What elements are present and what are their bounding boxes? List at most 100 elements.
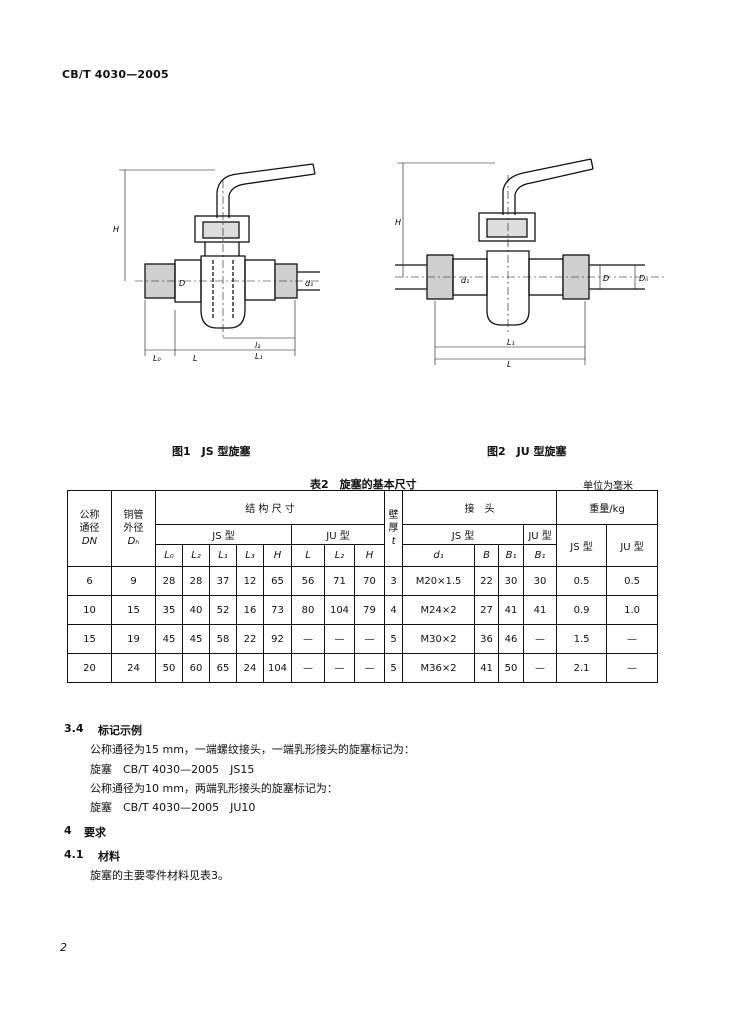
table-cell: 15 [111, 595, 156, 625]
table-cell: 71 [324, 566, 355, 596]
table-cell: 19 [111, 624, 156, 654]
table-cell: 65 [263, 566, 292, 596]
table-cell: 104 [263, 653, 292, 683]
table-cell: 79 [353, 595, 386, 625]
table-cell: 10 [67, 595, 112, 625]
table-cell: 41 [498, 595, 525, 625]
figure-ju-valve-drawing: H d₁ D Dₙ L₁ L [395, 158, 665, 369]
table-cell: 22 [474, 566, 500, 596]
table-cell: 27 [474, 595, 500, 625]
standard-number: CB/T 4030—2005 [62, 68, 169, 81]
subheader-cell: d₁ [402, 544, 476, 567]
table-cell: 50 [498, 653, 525, 683]
table-cell: 36 [474, 624, 500, 654]
subheader-cell: B [474, 544, 500, 567]
subheader-cell: L [291, 544, 325, 567]
table-cell: 0.5 [606, 566, 659, 596]
header-weight-ju: JU 型 [606, 524, 659, 567]
table-cell: M24×2 [402, 595, 476, 625]
table-cell: 45 [155, 624, 183, 654]
table-title: 表2 旋塞的基本尺寸 [310, 478, 417, 491]
body-line-5: 旋塞的主要零件材料见表3。 [90, 869, 229, 882]
table-cell: 46 [498, 624, 525, 654]
table-cell: 104 [324, 595, 355, 625]
fig1-label-H: H [113, 225, 119, 234]
header-ju-type: JU 型 [290, 524, 386, 545]
table-cell: 24 [236, 653, 264, 683]
figure-js-valve-drawing: H D d₁ L₀ L l₂ L₁ [113, 163, 320, 363]
table-cell: 12 [236, 566, 264, 596]
figure1-caption: 图1 JS 型旋塞 [172, 445, 251, 458]
fig1-label-L: L [193, 354, 197, 363]
table-cell: 3 [384, 566, 404, 596]
body-line-2: 旋塞 CB/T 4030—2005 JS15 [90, 763, 255, 776]
table-cell: 2.1 [556, 653, 608, 683]
table-cell: 4 [384, 595, 404, 625]
table-cell: M36×2 [402, 653, 476, 683]
header-structure: 结 构 尺 寸 [154, 490, 386, 525]
table-cell: — [353, 653, 386, 683]
table-cell: M30×2 [402, 624, 476, 654]
section-3-4-title: 标记示例 [98, 724, 142, 737]
subheader-cell: H [263, 544, 292, 567]
table-cell: 0.5 [556, 566, 608, 596]
section-4-1-number: 4.1 [64, 848, 84, 861]
subheader-cell: L₂ [324, 544, 355, 567]
table-cell: — [291, 653, 325, 683]
table-cell: 28 [182, 566, 210, 596]
table-cell: 52 [209, 595, 237, 625]
fig2-label-L1: L₁ [507, 338, 515, 347]
table-cell: 24 [111, 653, 156, 683]
table-cell: — [324, 653, 355, 683]
subheader-cell: H [353, 544, 386, 567]
table-cell: 1.5 [556, 624, 608, 654]
subheader-cell: L₁ [209, 544, 237, 567]
table-cell: 56 [291, 566, 325, 596]
table-cell: 73 [263, 595, 292, 625]
fig1-label-d1: d₁ [305, 279, 313, 288]
section-3-4-number: 3.4 [64, 722, 84, 735]
fig1-label-L0: L₀ [153, 354, 161, 363]
table-cell: 30 [523, 566, 558, 596]
table-cell: 37 [209, 566, 237, 596]
subheader-cell: L₃ [236, 544, 264, 567]
table-cell: 9 [111, 566, 156, 596]
table-cell: 40 [182, 595, 210, 625]
fig2-label-L: L [507, 360, 511, 369]
table-cell: 1.0 [606, 595, 659, 625]
table-cell: — [324, 624, 355, 654]
table-cell: 0.9 [556, 595, 608, 625]
table-cell: 70 [353, 566, 386, 596]
header-weight: 重量/kg [556, 490, 659, 525]
section-4-1-title: 材料 [98, 850, 120, 863]
header-joint-js: JS 型 [402, 524, 525, 545]
table-cell: 50 [155, 653, 183, 683]
body-line-1: 公称通径为15 mm，一端螺纹接头，一端乳形接头的旋塞标记为： [90, 743, 415, 756]
table-cell: 16 [236, 595, 264, 625]
figure2-caption: 图2 JU 型旋塞 [487, 445, 567, 458]
fig1-label-l2: l₂ [255, 341, 261, 350]
table-cell: 5 [384, 624, 404, 654]
table-cell: 41 [474, 653, 500, 683]
header-joint-ju: JU 型 [523, 524, 558, 545]
table-cell: 28 [155, 566, 183, 596]
fig2-label-D: D [603, 274, 609, 283]
table-cell: 30 [498, 566, 525, 596]
section-4-title: 要求 [84, 826, 106, 839]
table-cell: 92 [263, 624, 292, 654]
table-cell: 80 [291, 595, 325, 625]
header-js-type: JS 型 [155, 524, 292, 545]
table-cell: 6 [67, 566, 112, 596]
fig1-label-L1: L₁ [255, 352, 263, 361]
header-joint: 接 头 [402, 490, 558, 525]
table-cell: — [353, 624, 386, 654]
table-cell: — [606, 653, 659, 683]
subheader-cell: L₀ [155, 544, 183, 567]
table-cell: 15 [67, 624, 112, 654]
